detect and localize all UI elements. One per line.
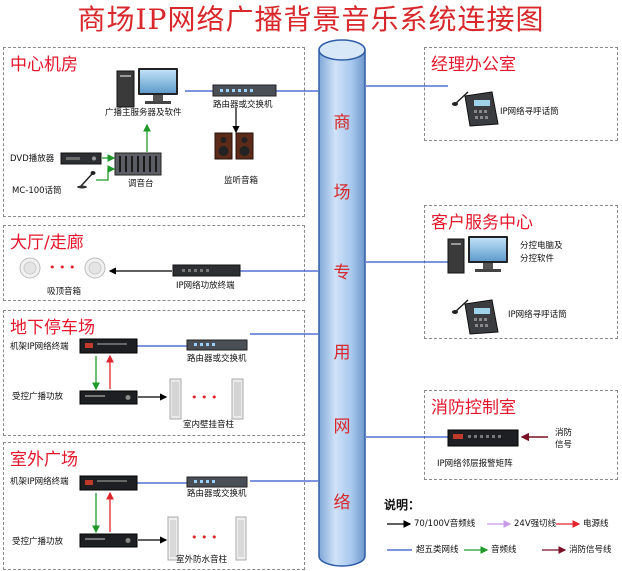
panel-manager-title: 经理办公室: [431, 55, 516, 75]
manager-pager-mic-icon: [452, 91, 499, 127]
parking-router-icon: [186, 339, 248, 351]
legend-lines: [387, 520, 581, 554]
service-pc-icon: [447, 236, 508, 274]
hall-terminal-icon: [172, 264, 241, 277]
mixer-icon: [114, 152, 162, 176]
panel-fire-title: 消防控制室: [431, 398, 516, 418]
monitor-label: 监听音箱: [224, 176, 259, 186]
parking-rack-terminal-icon: [79, 338, 138, 354]
parking-column-label: 室内壁挂音柱: [183, 420, 235, 430]
panel-hall-title: 大厅/走廊: [10, 233, 84, 253]
legend-label-power: 电源线: [583, 519, 609, 529]
panel-hall: 大厅/走廊: [3, 225, 305, 301]
wall-column-left-icon: [169, 378, 182, 420]
legend-label-fire: 消防信号线: [569, 545, 612, 555]
legend-title: 说明：: [384, 498, 421, 512]
hall-terminal-label: IP网络功放终端: [176, 281, 235, 291]
mic-stand-icon: [77, 171, 96, 189]
waterproof-column-left-icon: [167, 516, 179, 561]
mixer-label: 调音台: [128, 179, 154, 189]
ceiling-speaker-right-icon: [84, 257, 106, 279]
ceiling-speaker-label: 吸顶音箱: [47, 287, 82, 297]
bus-label-char-6: 络: [333, 493, 351, 513]
panel-service-title: 客户服务中心: [431, 213, 533, 233]
bus-label-char-5: 网: [333, 417, 351, 437]
service-pager-mic-icon: [452, 299, 499, 335]
server-computer-icon: [116, 68, 178, 108]
hall-dots: • • •: [49, 261, 76, 274]
router-center-label: 路由器或交换机: [213, 100, 273, 110]
panel-center-title: 中心机房: [10, 55, 78, 75]
bus-label-char-3: 专: [333, 263, 351, 283]
legend-label-audio: 音频线: [491, 545, 517, 555]
parking-rack-label: 机架IP网络终端: [10, 342, 69, 352]
manager-pager-label: IP网络寻呼话筒: [500, 107, 559, 117]
panel-outdoor: 室外广场: [3, 442, 305, 570]
outdoor-amp-icon: [79, 533, 138, 548]
bus-label-char-1: 商: [333, 113, 351, 133]
panel-manager: 经理办公室: [424, 47, 618, 141]
bus-label-char-2: 场: [333, 183, 351, 203]
waterproof-column-right-icon: [235, 516, 247, 561]
service-pc-label-1: 分控电脑及: [520, 241, 563, 251]
service-pc-label-2: 分控软件: [520, 254, 555, 264]
outdoor-rack-label: 机架IP网络终端: [10, 477, 69, 487]
server-label: 广播主服务器及软件: [105, 108, 182, 118]
diagram-title: 商场IP网络广播背景音乐系统连接图: [77, 3, 545, 36]
dvd-label: DVD播放器: [10, 154, 55, 164]
fire-alarm-matrix-icon: [447, 429, 519, 447]
parking-amp-label: 受控广播功放: [12, 392, 64, 402]
outdoor-router-label: 路由器或交换机: [187, 489, 247, 499]
panel-parking: 地下停车场: [3, 310, 305, 436]
legend-label-70v: 70/100V音频线: [414, 519, 476, 529]
legend-label-24v: 24V强切线: [514, 519, 557, 529]
network-bus-cylinder: [318, 39, 366, 567]
wall-column-right-icon: [231, 378, 244, 420]
monitor-speakers-icon: [214, 132, 254, 160]
fire-matrix-label: IP网络邻层报警矩阵: [437, 459, 513, 469]
outdoor-amp-label: 受控广播功放: [12, 537, 64, 547]
ceiling-speaker-left-icon: [19, 257, 41, 279]
network-lines: [137, 85, 448, 484]
legend-label-network: 超五类网线: [416, 545, 459, 555]
fire-signal-label-2: 信号: [555, 440, 573, 450]
bus-label-char-4: 用: [333, 343, 351, 363]
parking-router-label: 路由器或交换机: [187, 354, 247, 364]
panel-parking-title: 地下停车场: [10, 318, 95, 338]
service-pager-label: IP网络寻呼话筒: [508, 310, 567, 320]
panel-outdoor-title: 室外广场: [10, 450, 78, 470]
parking-dots: • • •: [191, 391, 218, 404]
outdoor-column-label: 室外防水音柱: [176, 555, 228, 565]
dvd-player-icon: [60, 152, 102, 165]
mic-label: MC-100话筒: [12, 186, 62, 196]
parking-amp-icon: [79, 390, 138, 405]
outdoor-rack-terminal-icon: [79, 475, 138, 491]
router-center-icon: [212, 84, 277, 97]
fire-signal-label-1: 消防: [555, 428, 573, 438]
outdoor-dots: • • •: [191, 531, 218, 544]
outdoor-router-icon: [186, 476, 248, 488]
line-mic-to-mixer: [96, 165, 116, 181]
